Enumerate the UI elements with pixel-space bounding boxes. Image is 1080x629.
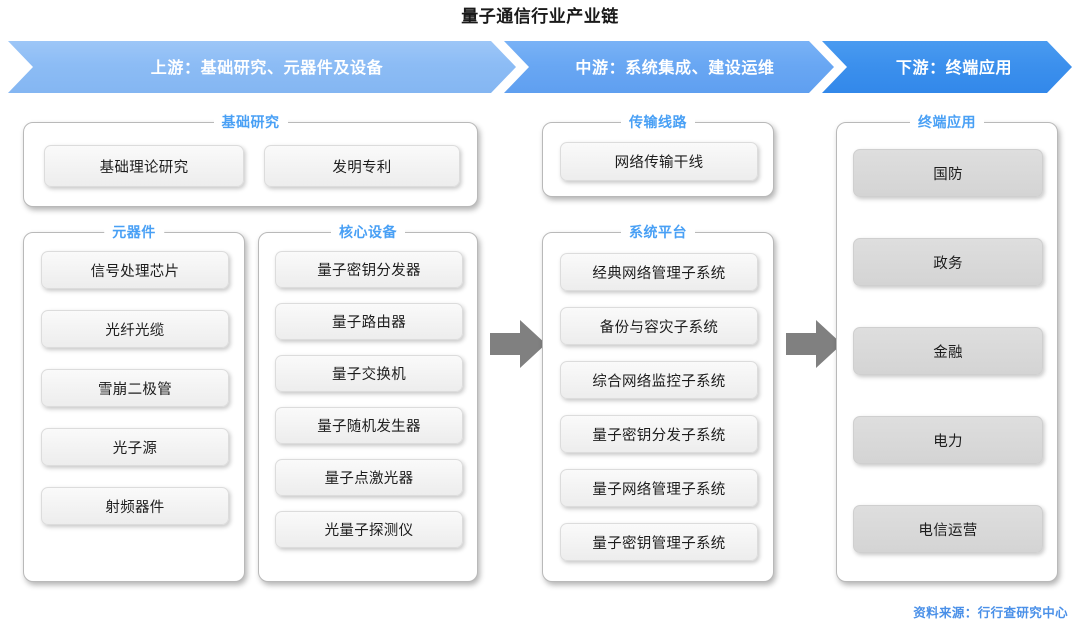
group-core-equipment: 核心设备 量子密钥分发器 量子路由器 量子交换机 量子随机发生器 量子点激光器 … (258, 223, 478, 582)
list-item[interactable]: 电力 (853, 416, 1043, 464)
list-item[interactable]: 量子随机发生器 (275, 407, 463, 444)
list-item[interactable]: 综合网络监控子系统 (560, 361, 758, 399)
list-item[interactable]: 信号处理芯片 (41, 251, 229, 289)
list-item[interactable]: 国防 (853, 149, 1043, 197)
arrow-right-icon-midstream-to-downstream (786, 318, 842, 370)
banner-segment-upstream[interactable]: 上游：基础研究、元器件及设备 (8, 41, 516, 93)
list-item[interactable]: 光量子探测仪 (275, 511, 463, 548)
value-chain-banner: 上游：基础研究、元器件及设备 中游：系统集成、建设运维 下游：终端应用 (8, 41, 1072, 93)
arrow-right-icon-upstream-to-midstream (490, 318, 546, 370)
group-system-platform-title: 系统平台 (621, 223, 695, 241)
list-item[interactable]: 政务 (853, 238, 1043, 286)
group-basic-research: 基础研究 基础理论研究 发明专利 (23, 113, 478, 207)
banner-segment-midstream-label: 中游：系统集成、建设运维 (575, 60, 775, 77)
banner-segment-downstream-label: 下游：终端应用 (895, 60, 1013, 77)
list-item[interactable]: 雪崩二极管 (41, 369, 229, 407)
list-item[interactable]: 经典网络管理子系统 (560, 253, 758, 291)
list-item[interactable]: 基础理论研究 (44, 145, 244, 187)
banner-segment-downstream[interactable]: 下游：终端应用 (822, 41, 1072, 93)
list-item[interactable]: 发明专利 (264, 145, 460, 187)
banner-segment-midstream[interactable]: 中游：系统集成、建设运维 (504, 41, 834, 93)
list-item[interactable]: 备份与容灾子系统 (560, 307, 758, 345)
list-item[interactable]: 量子密钥管理子系统 (560, 523, 758, 561)
group-terminal-application: 终端应用 国防 政务 金融 电力 电信运营 (836, 113, 1058, 582)
group-system-platform: 系统平台 经典网络管理子系统 备份与容灾子系统 综合网络监控子系统 量子密钥分发… (542, 223, 774, 582)
group-core-equipment-title: 核心设备 (331, 223, 405, 241)
group-transmission-line: 传输线路 网络传输干线 (542, 113, 774, 197)
list-item[interactable]: 射频器件 (41, 487, 229, 525)
list-item[interactable]: 光纤光缆 (41, 310, 229, 348)
list-item[interactable]: 量子密钥分发器 (275, 251, 463, 288)
list-item[interactable]: 电信运营 (853, 505, 1043, 553)
list-item[interactable]: 网络传输干线 (560, 142, 758, 181)
list-item[interactable]: 量子密钥分发子系统 (560, 415, 758, 453)
list-item[interactable]: 量子点激光器 (275, 459, 463, 496)
list-item[interactable]: 量子交换机 (275, 355, 463, 392)
source-note: 资料来源：行行查研究中心 (913, 606, 1068, 620)
group-components-title: 元器件 (104, 223, 164, 241)
page-title: 量子通信行业产业链 (461, 7, 619, 26)
list-item[interactable]: 光子源 (41, 428, 229, 466)
banner-segment-upstream-label: 上游：基础研究、元器件及设备 (150, 60, 384, 77)
list-item[interactable]: 量子网络管理子系统 (560, 469, 758, 507)
list-item[interactable]: 量子路由器 (275, 303, 463, 340)
group-terminal-application-title: 终端应用 (910, 113, 984, 131)
group-basic-research-title: 基础研究 (213, 113, 288, 131)
group-transmission-line-title: 传输线路 (621, 113, 695, 131)
group-components: 元器件 信号处理芯片 光纤光缆 雪崩二极管 光子源 射频器件 (23, 223, 245, 582)
list-item[interactable]: 金融 (853, 327, 1043, 375)
